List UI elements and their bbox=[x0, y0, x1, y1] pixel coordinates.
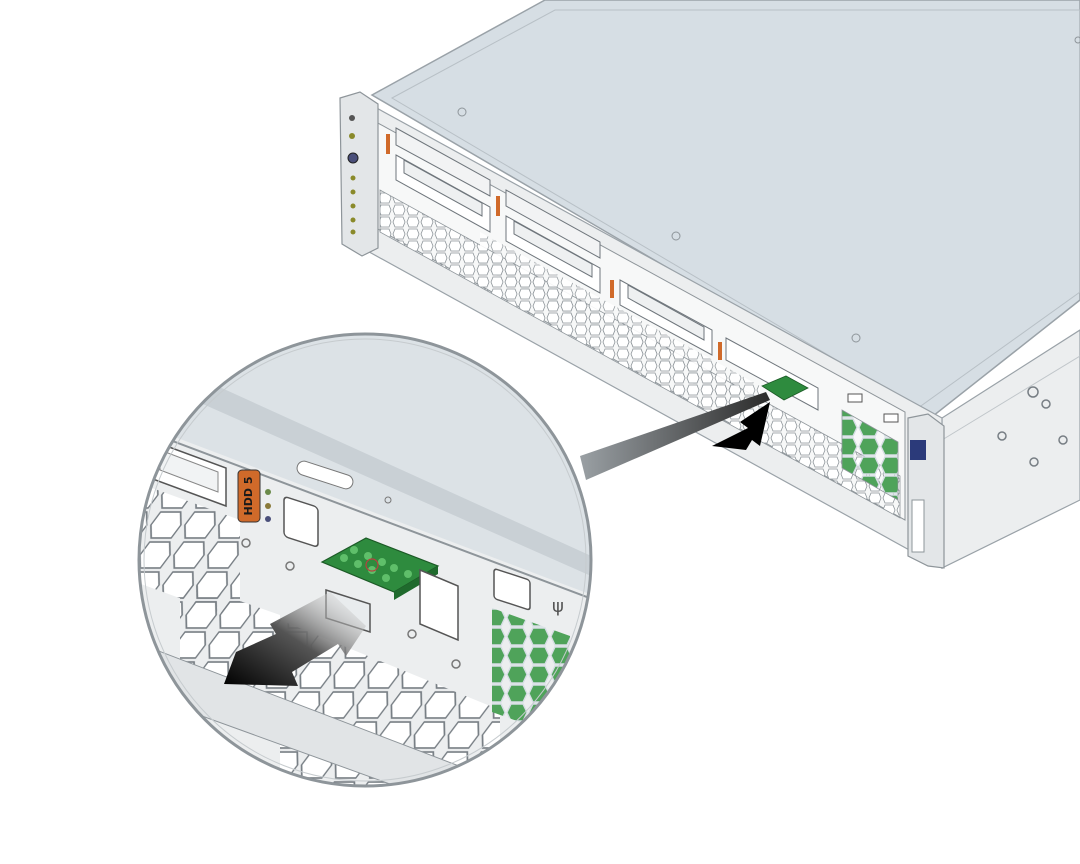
drive-bays bbox=[395, 127, 819, 411]
drive-bay bbox=[627, 284, 705, 341]
removal-arrow bbox=[224, 592, 366, 686]
drive-led bbox=[610, 280, 614, 298]
brand-badge bbox=[910, 440, 926, 460]
drive-bay bbox=[505, 189, 601, 259]
magnifier-callout: HDD 5 ψ bbox=[137, 332, 593, 788]
pinhole bbox=[384, 496, 392, 504]
middle-vent-grille bbox=[480, 232, 760, 420]
side-screw bbox=[1041, 399, 1051, 409]
drive-led bbox=[265, 516, 271, 522]
drive-led bbox=[718, 342, 722, 360]
detail-lower-rail bbox=[139, 639, 591, 786]
status-led bbox=[350, 203, 356, 209]
status-led bbox=[349, 133, 355, 139]
side-screw bbox=[1027, 386, 1039, 398]
eject-slot bbox=[296, 460, 354, 490]
usb-port bbox=[847, 393, 863, 403]
removal-arrow-small bbox=[712, 402, 770, 450]
left-rack-ear bbox=[339, 91, 379, 257]
locator-led bbox=[349, 115, 355, 121]
status-leds bbox=[347, 115, 359, 235]
usb-card-chip bbox=[365, 558, 379, 572]
hdd-label-tag bbox=[237, 469, 261, 523]
top-screw bbox=[671, 231, 681, 241]
side-screw bbox=[997, 431, 1007, 441]
drive-led bbox=[386, 134, 390, 154]
status-led bbox=[350, 217, 356, 223]
hdd-label-text: HDD 5 bbox=[242, 477, 255, 516]
top-screw bbox=[851, 333, 861, 343]
side-screw bbox=[1029, 457, 1039, 467]
top-screw bbox=[457, 107, 467, 117]
drive-bay bbox=[513, 220, 593, 278]
drive-led bbox=[265, 503, 271, 509]
rack-ear-latch bbox=[911, 499, 925, 553]
detail-drive-bay bbox=[419, 568, 459, 642]
drive-status-leds bbox=[386, 134, 722, 360]
side-screw bbox=[1058, 435, 1068, 445]
status-led bbox=[350, 229, 356, 235]
server-chassis bbox=[339, 0, 1080, 570]
top-screw bbox=[1074, 36, 1080, 44]
drive-bay bbox=[395, 127, 491, 197]
drive-led bbox=[496, 196, 500, 216]
detail-square-button bbox=[283, 496, 319, 548]
status-led bbox=[350, 189, 356, 195]
power-button-icon bbox=[347, 152, 359, 164]
callout-beam bbox=[580, 392, 770, 480]
usb-port bbox=[883, 413, 899, 423]
detail-usb-port bbox=[493, 568, 531, 611]
usb-card-small bbox=[761, 375, 809, 401]
drive-led bbox=[265, 489, 271, 495]
drive-bay bbox=[403, 159, 483, 217]
usb-card-contacts bbox=[340, 546, 412, 582]
status-led bbox=[350, 175, 356, 181]
front-fan-grille bbox=[841, 409, 899, 501]
magnifier-rim bbox=[137, 332, 593, 788]
detail-vent-grille bbox=[139, 480, 240, 620]
usb-symbol-icon: ψ bbox=[552, 596, 564, 617]
